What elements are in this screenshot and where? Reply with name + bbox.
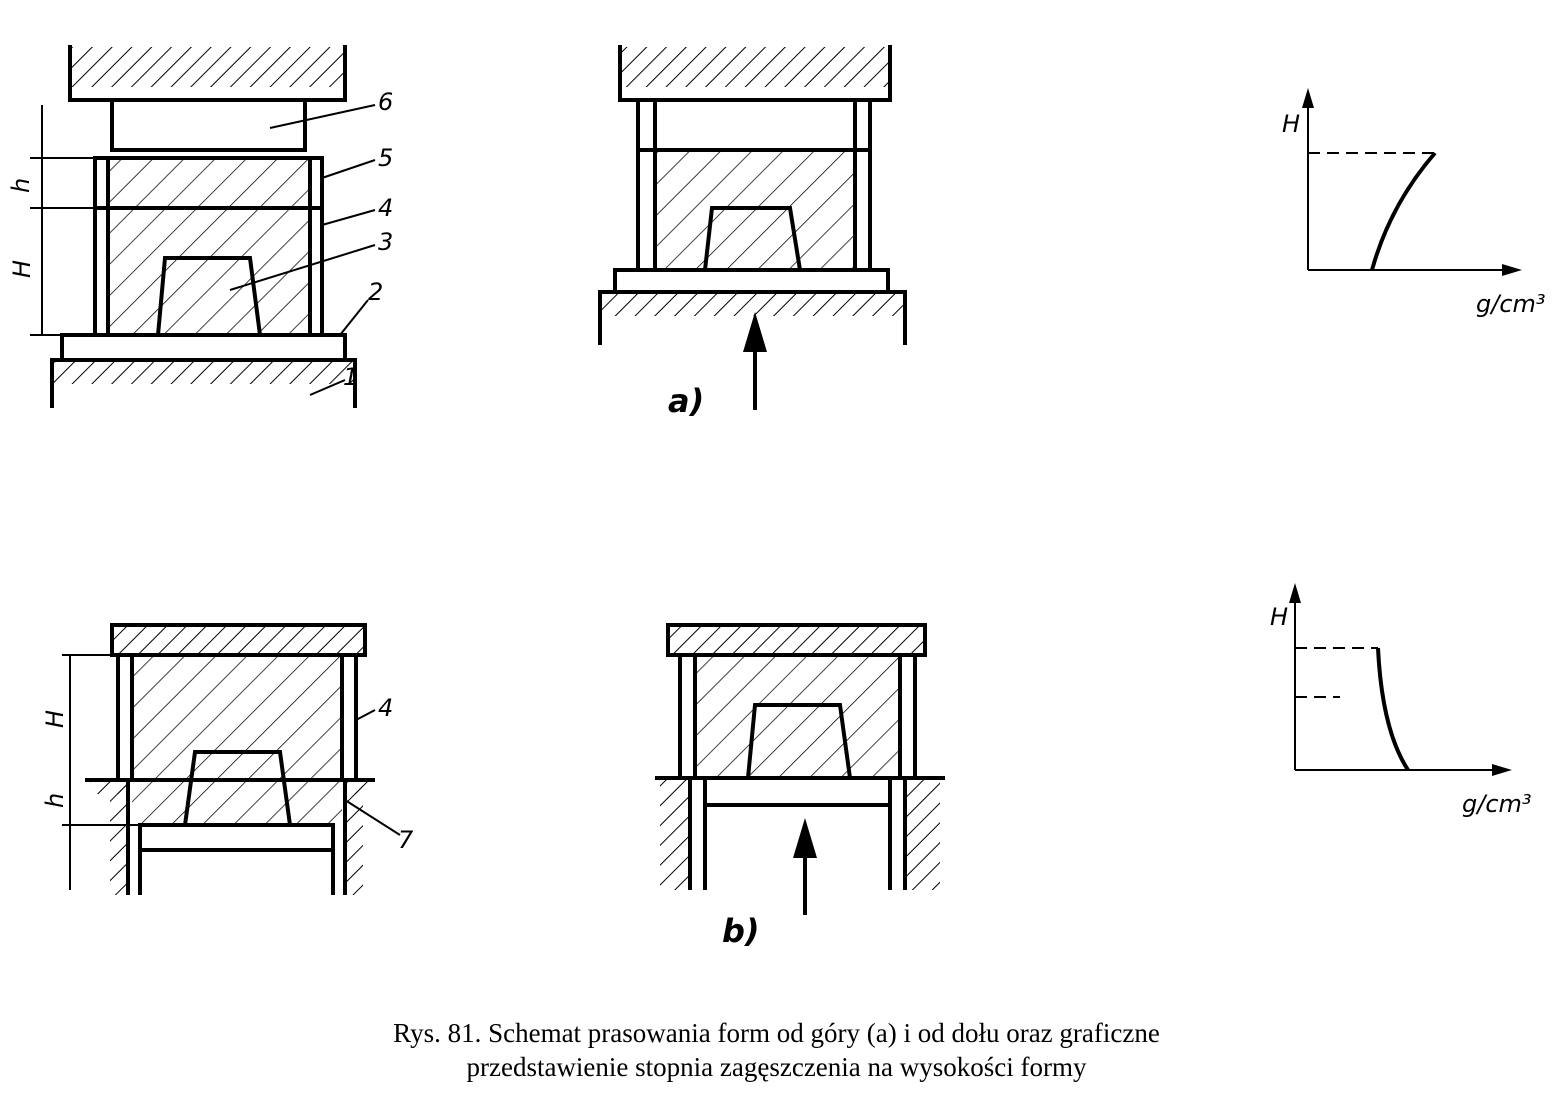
dim-H-label: H [8,260,36,278]
sand [108,158,310,335]
dim-H-label: H [41,710,69,728]
figure-a-initial: h H 6 5 4 3 2 1 [7,45,393,408]
press-plate-6 [110,98,307,152]
y-axis-label: H [1270,603,1288,631]
pattern [182,750,293,827]
x-axis-label: g/cm³ [1476,290,1546,318]
press-plate [653,98,857,152]
pattern-plate-2 [60,333,347,362]
label-3: 3 [378,228,393,256]
label-1: 1 [343,363,358,391]
label-4: 4 [378,694,393,722]
y-axis-label: H [1282,110,1300,138]
density-curve [1370,151,1437,271]
figure-b-initial: H h 4 7 [41,623,414,895]
label-5: 5 [378,144,393,172]
press-table-1 [50,358,357,408]
caption-line-1: Rys. 81. Schemat prasowania form od góry… [393,1018,1160,1048]
density-curve [1376,647,1410,772]
part-a-label: a) [668,382,704,420]
part-b-label: b) [722,912,760,950]
label-7: 7 [398,826,414,854]
caption-line-2: przedstawienie stopnia zagęszczenia na w… [466,1052,1087,1082]
dim-h-label: h [7,178,35,193]
label-4: 4 [378,194,393,222]
x-axis-label: g/cm³ [1462,790,1532,818]
flask-wall-right [308,156,324,337]
density-graph-a: H g/cm³ [1282,88,1546,318]
flask-wall-left [93,156,110,337]
label-6: 6 [378,88,393,116]
density-graph-b: H g/cm³ [1270,583,1532,818]
sand [132,655,342,825]
dim-h-label: h [41,793,69,808]
label-2: 2 [368,278,383,306]
press-head [110,623,367,657]
figure-a-pressed: a) [598,45,907,420]
figure-b-pressed: b) [655,623,945,950]
press-head-hatch [72,47,343,87]
